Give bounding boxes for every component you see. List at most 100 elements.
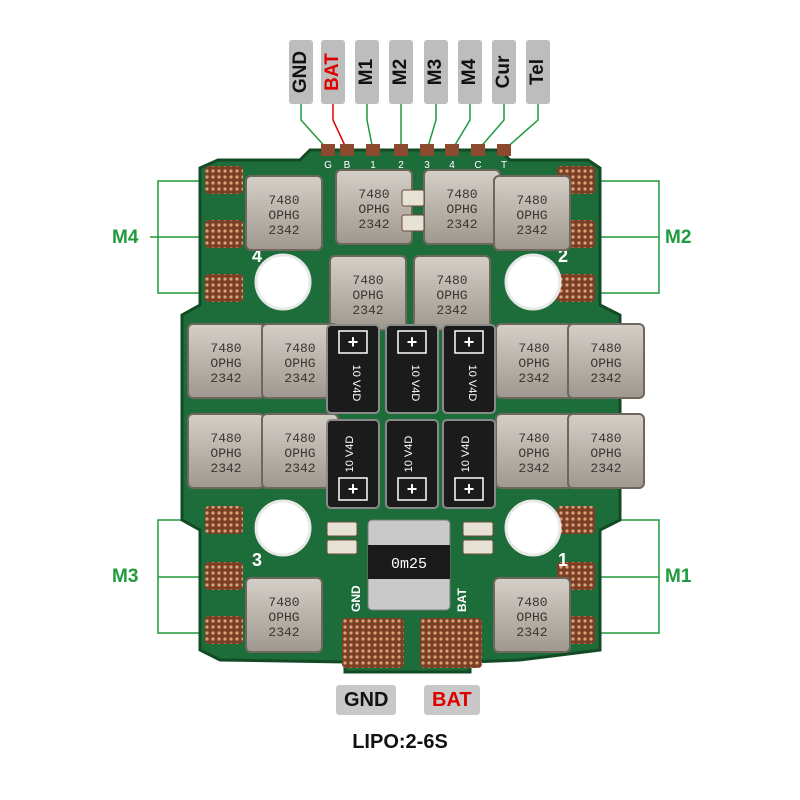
motor-label-m4: M4 xyxy=(112,227,139,248)
mosfet-marking: 7480 xyxy=(516,193,547,208)
capacitor-body xyxy=(385,324,439,414)
mosfet-marking: 7480 xyxy=(268,193,299,208)
mosfet-marking: OPHG xyxy=(358,202,389,217)
pad-m3-b xyxy=(205,562,243,590)
pad-letter-1: 1 xyxy=(370,160,376,171)
pin-label-m2: M2 xyxy=(389,40,413,104)
mosfet-marking: 7480 xyxy=(446,187,477,202)
mosfet-marking: OPHG xyxy=(268,208,299,223)
capacitor: +10 V4D xyxy=(385,324,439,414)
corner-numbers: 4 2 3 1 xyxy=(252,246,568,570)
signal-pad-4 xyxy=(445,144,459,156)
leader-tel xyxy=(503,104,539,151)
mosfet-marking: 2342 xyxy=(210,371,241,386)
mosfet-marking: 2342 xyxy=(436,303,467,318)
pad-bat xyxy=(420,618,482,668)
mosfet-marking: 2342 xyxy=(518,371,549,386)
mosfet-body xyxy=(245,175,323,251)
capacitor-polarity: + xyxy=(348,479,359,499)
capacitor-polarity: + xyxy=(407,479,418,499)
mounting-hole-1 xyxy=(504,499,562,557)
pin-label-tel: Tel xyxy=(526,40,550,104)
capacitor-polarity: + xyxy=(348,332,359,352)
capacitor: +10 V4D xyxy=(326,419,380,509)
capacitor-body xyxy=(385,419,439,509)
resistor-top-b xyxy=(401,214,425,232)
top-leader-lines xyxy=(300,104,539,151)
mounting-holes xyxy=(254,253,562,557)
mosfet-marking: 2342 xyxy=(518,461,549,476)
capacitor-body xyxy=(326,324,380,414)
pin-label-m1: M1 xyxy=(355,40,379,104)
motor-label-m1: M1 xyxy=(665,566,692,587)
mosfet-body xyxy=(493,577,571,653)
small-resistors xyxy=(326,189,494,555)
corner-number-2: 2 xyxy=(558,246,568,266)
leader-cur xyxy=(477,104,505,151)
capacitor: +10 V4D xyxy=(385,419,439,509)
leader-m4 xyxy=(451,104,471,151)
mosfet-marking: OPHG xyxy=(352,288,383,303)
mosfet-marking: OPHG xyxy=(268,610,299,625)
capacitor-marking: 10 V4D xyxy=(466,365,478,402)
shunt-resistor: 0m25 xyxy=(367,519,451,611)
mosfet-body xyxy=(567,413,645,489)
pad-m2-c xyxy=(557,274,595,302)
mosfet-marking: 2342 xyxy=(590,461,621,476)
capacitor-polarity-box xyxy=(454,330,484,354)
mosfet-marking: 2342 xyxy=(210,461,241,476)
pad-m4-b xyxy=(205,220,243,248)
mosfet-marking: OPHG xyxy=(210,356,241,371)
mosfet-marking: 7480 xyxy=(268,595,299,610)
resistor-top-a xyxy=(401,189,425,207)
capacitor-marking: 10 V4D xyxy=(403,436,415,473)
capacitor-polarity-box xyxy=(397,330,427,354)
signal-pad-1 xyxy=(366,144,380,156)
leader-m3 xyxy=(426,104,437,151)
signal-pad-letters: G B 1 2 3 4 C T xyxy=(324,160,507,171)
capacitor: +10 V4D xyxy=(442,324,496,414)
pin-label-m3: M3 xyxy=(424,40,448,104)
mosfet-marking: 2342 xyxy=(358,217,389,232)
leader-bat xyxy=(332,104,348,151)
mosfet-marking: 2342 xyxy=(284,371,315,386)
mosfet-marking: 2342 xyxy=(516,625,547,640)
mosfet-marking: 7480 xyxy=(518,431,549,446)
pin-label-cur: Cur xyxy=(492,40,516,104)
signal-pad-t xyxy=(497,144,511,156)
mosfet-marking: 2342 xyxy=(446,217,477,232)
motor-label-m3: M3 xyxy=(112,566,139,587)
mosfet-marking: OPHG xyxy=(284,356,315,371)
mosfet-marking: 7480 xyxy=(210,341,241,356)
pad-m4-a xyxy=(205,166,243,194)
mosfet-marking: 2342 xyxy=(590,371,621,386)
capacitor-marking: 10 V4D xyxy=(460,436,472,473)
signal-pad-2 xyxy=(394,144,408,156)
capacitor-body xyxy=(326,419,380,509)
mosfet-marking: OPHG xyxy=(516,208,547,223)
pad-m3-a xyxy=(205,506,243,534)
capacitor-polarity-box xyxy=(454,477,484,501)
resistor-bl-a xyxy=(326,521,358,537)
capacitor-marking: 10 V4D xyxy=(409,365,421,402)
capacitor-polarity: + xyxy=(464,479,475,499)
mosfet-marking: 2342 xyxy=(284,461,315,476)
capacitor-body xyxy=(442,419,496,509)
mosfet-marking: OPHG xyxy=(590,446,621,461)
mounting-hole-3 xyxy=(254,499,312,557)
mosfet-marking: 2342 xyxy=(268,223,299,238)
resistor-br-a xyxy=(462,521,494,537)
leader-gnd xyxy=(300,104,329,151)
battery-spec: LIPO:2-6S xyxy=(352,731,448,753)
pad-letter-b: B xyxy=(344,160,351,171)
capacitor-marking: 10 V4D xyxy=(344,436,356,473)
mosfet-body xyxy=(335,169,413,245)
